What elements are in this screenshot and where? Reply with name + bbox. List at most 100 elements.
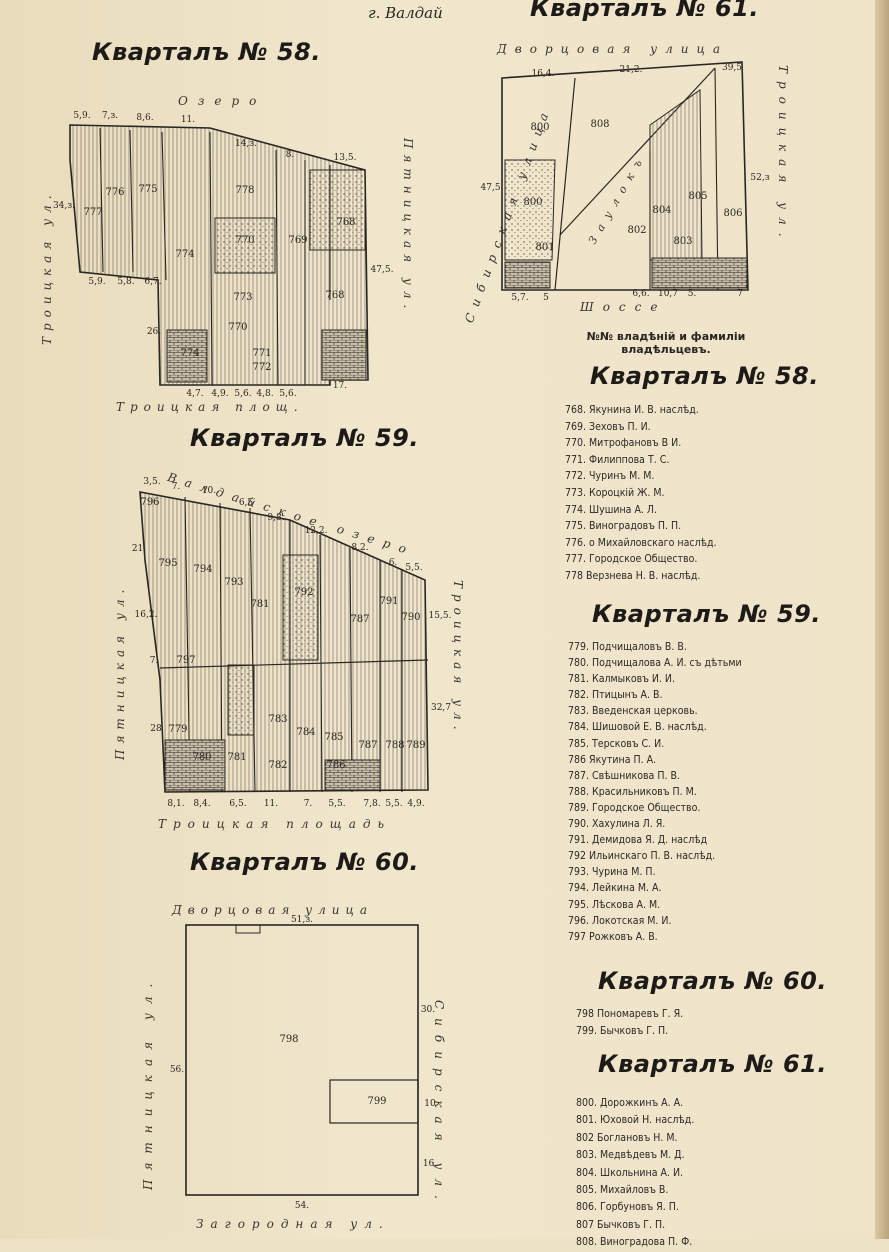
- q58-frontage-label: 5,9.: [73, 111, 90, 121]
- q59-lot-number: 784: [296, 727, 315, 738]
- owner-row: 784. Шишовой Е. В. наслѣд.: [568, 721, 707, 734]
- q58-frontage-label: 4,7.: [186, 389, 203, 399]
- q59-lot-line: [159, 659, 429, 669]
- owner-row: 788. Красильниковъ П. М.: [568, 785, 697, 798]
- q59-frontage-label: 8,2.: [351, 543, 368, 553]
- owner-row: 775. Виноградовъ П. П.: [565, 520, 682, 533]
- q58-frontage-label: 5,9.: [88, 277, 105, 287]
- q58-lot-line: [275, 149, 279, 386]
- q61-lot-number: 808: [590, 119, 609, 130]
- q60-lot-799: [329, 1079, 419, 1124]
- owner-row: 790. Хахулина Л. Я.: [568, 818, 666, 831]
- q60-street-left: Пятницкая ул.: [141, 974, 155, 1190]
- q59-lot-number: 783: [268, 714, 287, 725]
- q58-lot-line: [209, 131, 213, 386]
- q59-stone-building: [164, 739, 226, 791]
- q60-gate: [235, 924, 261, 934]
- q59-frontage-label: 5,5.: [328, 799, 345, 809]
- owner-row: 805. Михайловъ В.: [576, 1184, 669, 1197]
- owners58-list: 768. Якунина И. В. наслѣд.769. Зеховъ П.…: [565, 402, 717, 585]
- q58-lot-number: 768: [336, 217, 355, 228]
- q59-frontage-label: 7.: [150, 656, 159, 666]
- owner-row: 804. Школьнина А. И.: [576, 1166, 684, 1179]
- q61-frontage-label: 47,5.: [481, 183, 504, 193]
- owner-row: 769. Зеховъ П. И.: [565, 420, 651, 433]
- q59-lot-line: [249, 507, 256, 793]
- q58-lot-number: 770: [235, 235, 254, 246]
- q59-frontage-label: 28: [150, 724, 162, 734]
- owner-row: 779. Подчищаловъ В. В.: [568, 641, 687, 653]
- q61-stone-building: [651, 257, 748, 289]
- owners-legend: №№ владѣній и фамилiи владѣльцевъ.: [556, 330, 776, 356]
- q58-lot-line: [129, 129, 134, 273]
- owners59-list: 779. Подчищаловъ В. В. 780. Подчищалова А…: [568, 639, 742, 945]
- q61-lot-number: 805: [688, 191, 707, 202]
- q58-lot-number: 769: [288, 235, 307, 246]
- owner-row: 798 Пономаревъ Г. Я.: [576, 1008, 684, 1020]
- q59-lot-number: 782: [268, 760, 287, 771]
- owner-row: 807 Бычковъ Г. П.: [576, 1218, 666, 1231]
- owners61-title: Кварталъ № 61.: [598, 1050, 827, 1078]
- q59-street-right: Троицкая ул.: [451, 580, 465, 736]
- q58-lot-number: 777: [83, 207, 102, 218]
- q58-frontage-label: 34,з.: [53, 201, 75, 211]
- owners60-list: 798 Пономаревъ Г. Я. 799. Бычковъ Г. П.: [576, 1006, 683, 1039]
- q59-lot-number: 779: [168, 724, 187, 735]
- q59-frontage-label: 7,8.: [363, 799, 380, 809]
- q60-street-right: Сибирская ул.: [432, 1000, 446, 1208]
- q60-frontage-label: 10: [424, 1099, 436, 1109]
- q59-frontage-label: 8,4.: [193, 799, 210, 809]
- q61-outline: [501, 61, 749, 291]
- q58-frontage-label: 11.: [181, 115, 195, 125]
- owner-row: 799. Бычковъ Г. П.: [576, 1024, 669, 1037]
- owner-row: 781. Калмыковъ И. И.: [568, 673, 675, 686]
- q59-lot-number: 792: [294, 587, 313, 598]
- page-binding-edge: [875, 0, 889, 1239]
- q59-frontage-label: 7.: [304, 799, 313, 809]
- owner-row: 780. Подчищалова А. И. съ дѣтьми: [568, 657, 742, 670]
- q59-lot-number: 794: [193, 564, 212, 575]
- town-header: г. Валдай: [368, 4, 443, 22]
- q58-lot-number: 774: [175, 249, 194, 260]
- q59-lot-number: 785: [324, 732, 343, 743]
- owner-row: 803. Медвѣдевъ М. Д.: [576, 1149, 685, 1162]
- owner-row: 786 Якутина П. А.: [568, 753, 657, 766]
- q59-frontage-label: 6.: [389, 558, 398, 568]
- q59-frontage-label: 5,5.: [405, 563, 422, 573]
- owner-row: 797 Рожковъ А. В.: [568, 930, 658, 943]
- q60-frontage-label: 16.: [423, 1159, 437, 1169]
- owner-row: 792 Ильинскаго П. В. наслѣд.: [568, 850, 716, 863]
- q59-yard: [282, 554, 319, 661]
- owner-row: 771. Филиппова Т. С.: [565, 453, 670, 466]
- q59-frontage-label: 11.: [264, 799, 278, 809]
- owners59-title: Кварталъ № 59.: [592, 600, 821, 628]
- q61-stone-building: [504, 261, 551, 289]
- q59-frontage-label: 21.: [132, 544, 146, 554]
- q61-street-bottom: Шоссе: [580, 300, 667, 314]
- q59-frontage-label: 7.: [172, 482, 181, 492]
- owner-row: 773. Короцкiй Ж. М.: [565, 486, 665, 499]
- q58-frontage-label: 5,6.: [279, 389, 296, 399]
- q58-lot-number: 773: [233, 292, 252, 303]
- q58-lot-number: 772: [252, 362, 271, 373]
- q58-street-bottom: Троицкая площ.: [116, 400, 304, 414]
- q58-lot-number: 776: [105, 187, 124, 198]
- owner-row: 777. Городское Общество.: [565, 553, 698, 566]
- owner-row: 808. Виноградова П. Ф.: [576, 1236, 693, 1249]
- q59-lot-number: 787: [358, 740, 377, 751]
- q61-frontage-label: 5.: [688, 289, 697, 299]
- q58-stone-building: [321, 329, 367, 381]
- q59-yard: [227, 664, 255, 736]
- q61-frontage-label: 6,6.: [632, 289, 649, 299]
- q58-yard: [309, 169, 366, 251]
- q58-frontage-label: 7,з.: [102, 111, 118, 121]
- q58-lot-number: 770: [228, 322, 247, 333]
- owner-row: 789. Городское Общество.: [568, 801, 701, 814]
- q61-street-right: Троицкая ул.: [776, 65, 790, 245]
- owner-row: 772. Чуринъ М. М.: [565, 470, 655, 483]
- q59-title: Кварталъ № 59.: [190, 424, 419, 452]
- q59-frontage-label: 6,5.: [229, 799, 246, 809]
- q61-frontage-label: 10,7: [658, 289, 678, 299]
- owner-row: 794. Лейкина М. А.: [568, 882, 662, 895]
- q58-street-top: Озеро: [178, 94, 267, 108]
